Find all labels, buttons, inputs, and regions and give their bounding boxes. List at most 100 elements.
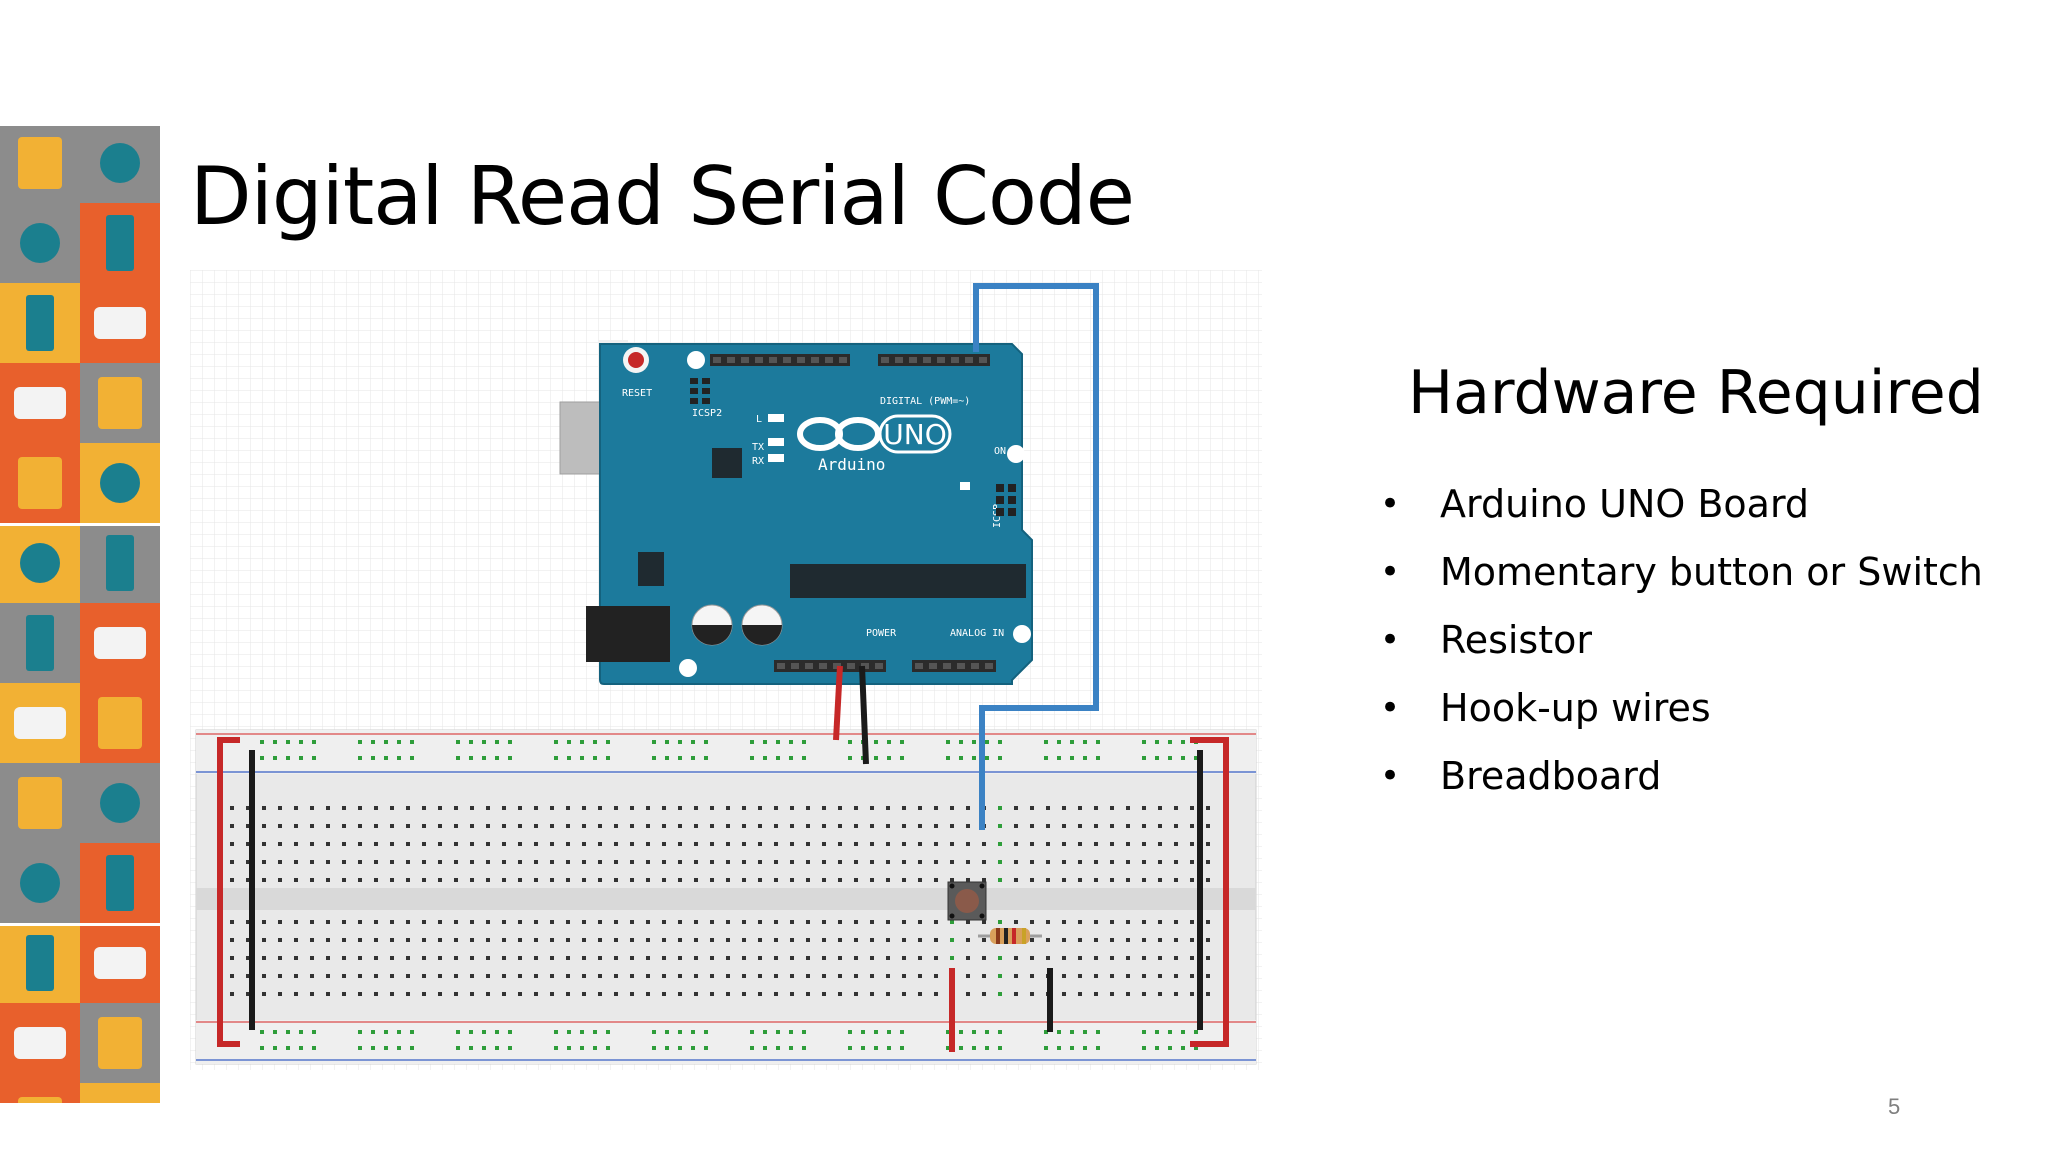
breadboard-hole: [691, 1030, 695, 1034]
breadboard-hole: [946, 756, 950, 760]
breadboard-hole: [854, 878, 858, 882]
breadboard-hole: [982, 920, 986, 924]
breadboard-hole: [246, 974, 250, 978]
breadboard-hole: [982, 860, 986, 864]
breadboard-hole: [652, 740, 656, 744]
breadboard-hole: [406, 974, 410, 978]
breadboard-hole: [886, 842, 890, 846]
breadboard-hole: [422, 938, 426, 942]
breadboard-hole: [838, 860, 842, 864]
breadboard-hole: [630, 992, 634, 996]
breadboard-hole: [456, 756, 460, 760]
pin-shape: [106, 535, 134, 591]
breadboard-hole: [1083, 756, 1087, 760]
breadboard-hole: [310, 842, 314, 846]
breadboard-hole: [630, 824, 634, 828]
breadboard-hole: [566, 974, 570, 978]
breadboard-hole: [966, 806, 970, 810]
breadboard-hole: [598, 860, 602, 864]
breadboard-hole: [870, 842, 874, 846]
breadboard-hole: [1126, 938, 1130, 942]
breadboard-hole: [1110, 992, 1114, 996]
breadboard-hole: [278, 824, 282, 828]
breadboard-hole: [950, 938, 954, 942]
circuit-diagram: UNO Arduino RESET ICSP2 DIGITAL (PWM=~) …: [190, 270, 1262, 1070]
breadboard-hole: [358, 806, 362, 810]
breadboard-hole: [502, 956, 506, 960]
breadboard-hole: [310, 920, 314, 924]
breadboard-hole: [1078, 806, 1082, 810]
breadboard-hole: [278, 842, 282, 846]
list-item-text: Resistor: [1440, 618, 1592, 662]
breadboard-hole: [1142, 920, 1146, 924]
breadboard-hole: [566, 878, 570, 882]
breadboard-hole: [1174, 824, 1178, 828]
breadboard-hole: [406, 920, 410, 924]
breadboard-hole: [1030, 956, 1034, 960]
breadboard-hole: [646, 806, 650, 810]
breadboard-hole: [1142, 1046, 1146, 1050]
breadboard-hole: [1206, 992, 1210, 996]
header-pin: [755, 357, 763, 363]
breadboard-hole: [550, 842, 554, 846]
breadboard-hole: [310, 824, 314, 828]
breadboard-hole: [678, 860, 682, 864]
breadboard-hole: [550, 824, 554, 828]
breadboard-hole: [886, 920, 890, 924]
breadboard-hole: [1062, 938, 1066, 942]
breadboard-hole: [550, 992, 554, 996]
breadboard-hole: [1094, 824, 1098, 828]
breadboard-hole: [397, 1030, 401, 1034]
breadboard-hole: [1206, 974, 1210, 978]
breadboard-hole: [726, 974, 730, 978]
breadboard-hole: [502, 806, 506, 810]
breadboard-hole: [1078, 992, 1082, 996]
icsp-pin: [1008, 484, 1016, 492]
breadboard-hole: [998, 920, 1002, 924]
breadboard-hole: [342, 878, 346, 882]
breadboard-hole: [1142, 740, 1146, 744]
breadboard-hole: [438, 860, 442, 864]
breadboard-hole: [358, 992, 362, 996]
breadboard-hole: [502, 842, 506, 846]
breadboard-hole: [310, 878, 314, 882]
breadboard-hole: [456, 740, 460, 744]
breadboard-hole: [776, 756, 780, 760]
on-label: ON: [994, 446, 1006, 457]
breadboard-hole: [750, 1046, 754, 1050]
breadboard-hole: [630, 938, 634, 942]
breadboard-hole: [486, 938, 490, 942]
breadboard-hole: [1126, 824, 1130, 828]
breadboard-hole: [886, 860, 890, 864]
breadboard-hole: [534, 806, 538, 810]
icsp2-pin: [702, 378, 710, 384]
breadboard-hole: [326, 920, 330, 924]
breadboard-hole: [918, 806, 922, 810]
breadboard-hole: [662, 992, 666, 996]
header-pin: [791, 663, 799, 669]
breadboard-hole: [606, 1046, 610, 1050]
breadboard-hole: [1158, 974, 1162, 978]
icsp-pin: [1008, 508, 1016, 516]
right-red-rail-wire: [1190, 737, 1229, 1047]
breadboard-hole: [726, 824, 730, 828]
breadboard-hole: [566, 824, 570, 828]
breadboard-hole: [790, 992, 794, 996]
breadboard-hole: [371, 756, 375, 760]
breadboard-hole: [959, 1030, 963, 1034]
breadboard-hole: [886, 806, 890, 810]
breadboard-hole: [998, 974, 1002, 978]
breadboard-hole: [694, 824, 698, 828]
header-pin: [811, 357, 819, 363]
bullet: •: [1380, 552, 1401, 592]
breadboard-hole: [422, 842, 426, 846]
breadboard-hole: [838, 824, 842, 828]
breadboard-hole: [310, 956, 314, 960]
breadboard-hole: [774, 878, 778, 882]
breadboard-hole: [874, 1046, 878, 1050]
breadboard-hole: [874, 1030, 878, 1034]
breadboard-hole: [1174, 860, 1178, 864]
breadboard-hole: [486, 878, 490, 882]
breadboard-hole: [665, 756, 669, 760]
breadboard-hole: [966, 956, 970, 960]
